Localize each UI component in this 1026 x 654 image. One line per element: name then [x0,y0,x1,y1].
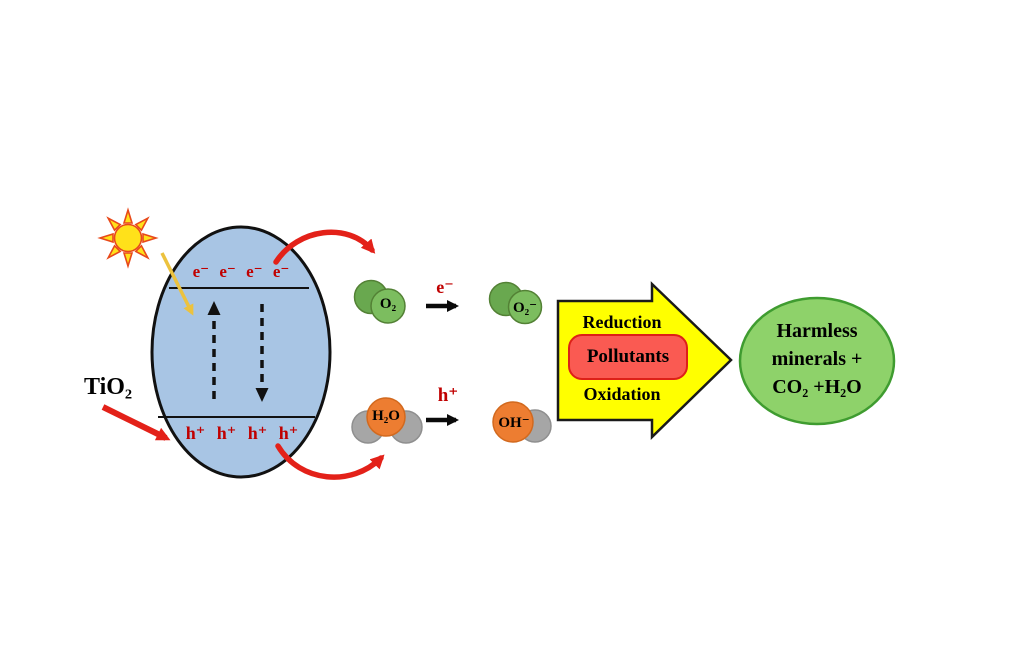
hydroxyl-molecule-icon [492,401,552,443]
holes-row: h⁺ h⁺ h⁺ h⁺ [185,423,299,443]
excitation-arrow-up-icon [207,301,221,399]
o2-molecule-icon [353,279,406,324]
result-line-2: minerals + [771,348,863,370]
light-ray-arrow-icon [160,252,194,316]
result-text: Harmless minerals + CO₂ +H₂O [741,317,893,401]
hole-transfer-curve-icon [275,443,385,480]
result-ellipse [738,296,896,426]
superoxide-molecule-icon [488,281,543,325]
catalyst-label: TiO₂ [84,374,133,400]
reduction-label: Reduction [582,312,662,332]
catalyst-pointer-arrow-icon [101,404,171,441]
result-line-1: Harmless [776,320,858,342]
result-line-3: CO₂ +H₂O [772,376,862,398]
electron-carrier-label: e⁻ [436,277,454,297]
electrons-row: e⁻ e⁻ e⁻ e⁻ [192,262,290,281]
pollutants-box: Pollutants [568,334,688,380]
h2o-label: H₂O [372,408,400,424]
superoxide-label: O₂⁻ [512,300,538,316]
pollutants-label: Pollutants [586,346,670,367]
oxidation-label: Oxidation [583,384,661,404]
catalyst-particle [150,225,332,479]
electron-transfer-curve-icon [273,229,376,265]
o2-label: O₂ [379,296,397,312]
hole-carrier-label: h⁺ [437,385,459,406]
hydroxyl-label: OH⁻ [498,415,530,431]
recombination-arrow-down-icon [255,304,269,402]
h2o-molecule-icon [351,397,423,444]
sun-icon [97,207,159,269]
